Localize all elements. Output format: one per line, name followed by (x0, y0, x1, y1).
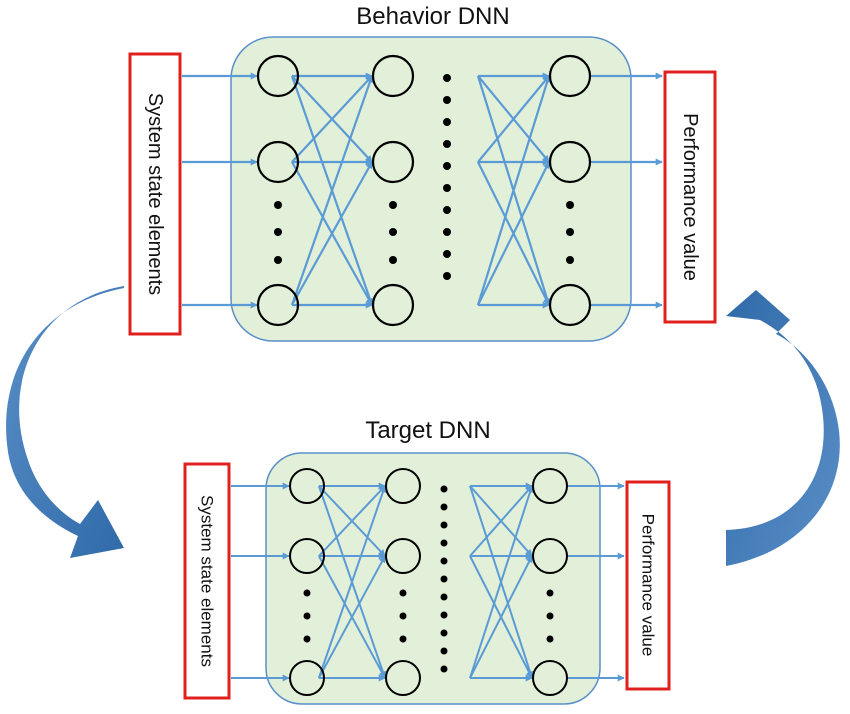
target-dnn-title: Target DNN (365, 417, 490, 444)
neuron (289, 538, 325, 574)
curved-arrow-up-left-icon (726, 290, 840, 566)
ellipsis-dot (443, 250, 451, 258)
ellipsis-dot (440, 629, 448, 637)
ellipsis-dot (566, 256, 574, 264)
neuron (385, 468, 421, 504)
ellipsis-dot (274, 201, 282, 209)
target-dnn-panel (265, 452, 601, 705)
ellipsis-dot (303, 635, 311, 643)
ellipsis-dot (440, 611, 448, 619)
ellipsis-dot (440, 503, 448, 511)
ellipsis-dot (440, 557, 448, 565)
target-output-label: Performance value (639, 514, 658, 657)
target-input-label: System state elements (198, 495, 217, 667)
neuron (371, 140, 415, 184)
behavior-dnn-title: Behavior DNN (356, 3, 509, 30)
neuron (256, 283, 300, 327)
ellipsis-dot (443, 74, 451, 82)
neuron (532, 538, 568, 574)
connection-arrow (318, 555, 386, 679)
ellipsis-dot (443, 184, 451, 192)
curved-arrow-down-right-icon (6, 286, 124, 558)
target-input-label-box (183, 462, 231, 700)
ellipsis-dot (443, 118, 451, 126)
ellipsis-dot (389, 228, 397, 236)
neuron (289, 468, 325, 504)
ellipsis-dot (443, 272, 451, 280)
neuron (548, 140, 592, 184)
target-network (231, 468, 625, 696)
neuron (385, 538, 421, 574)
ellipsis-dot (443, 206, 451, 214)
ellipsis-dot (546, 589, 554, 597)
connection-arrow (469, 485, 534, 679)
ellipsis-dot (440, 593, 448, 601)
connection-arrow (291, 161, 373, 306)
connection-arrow (477, 75, 550, 163)
connection-arrow (291, 75, 373, 163)
ellipsis-dot (440, 539, 448, 547)
neuron (548, 54, 592, 98)
ellipsis-dot (566, 201, 574, 209)
ellipsis-dot (443, 162, 451, 170)
behavior-network (182, 54, 663, 327)
ellipsis-dot (274, 256, 282, 264)
behavior-input-label-box (128, 52, 182, 336)
ellipsis-dot (443, 140, 451, 148)
ellipsis-dot (443, 96, 451, 104)
connection-arrow (290, 75, 374, 306)
neuron (371, 283, 415, 327)
ellipsis-dot (440, 521, 448, 529)
ellipsis-dot (443, 228, 451, 236)
neuron (532, 468, 568, 504)
ellipsis-dot (566, 228, 574, 236)
connection-arrow (477, 161, 550, 306)
target-output-label-box (625, 480, 671, 691)
ellipsis-dot (440, 485, 448, 493)
neuron (371, 54, 415, 98)
connection-arrow (469, 555, 533, 679)
ellipsis-dot (440, 575, 448, 583)
ellipsis-dot (303, 612, 311, 620)
ellipsis-dot (274, 228, 282, 236)
neuron (289, 660, 325, 696)
connection-arrow (469, 485, 533, 557)
ellipsis-dot (303, 589, 311, 597)
behavior-output-label-box (663, 70, 717, 324)
neuron (385, 660, 421, 696)
ellipsis-dot (440, 647, 448, 655)
behavior-output-label: Performance value (679, 113, 701, 281)
connection-arrow (476, 75, 551, 306)
connection-arrow (317, 485, 387, 679)
ellipsis-dot (399, 589, 407, 597)
ellipsis-dot (389, 201, 397, 209)
neuron (256, 140, 300, 184)
neuron (532, 660, 568, 696)
ellipsis-dot (440, 665, 448, 673)
ellipsis-dot (399, 612, 407, 620)
ellipsis-dot (399, 635, 407, 643)
neuron (256, 54, 300, 98)
ellipsis-dot (389, 256, 397, 264)
ellipsis-dot (546, 635, 554, 643)
neuron (548, 283, 592, 327)
behavior-input-label: System state elements (144, 93, 166, 295)
behavior-dnn-panel (230, 36, 632, 342)
connection-arrow (318, 485, 386, 557)
ellipsis-dot (546, 612, 554, 620)
